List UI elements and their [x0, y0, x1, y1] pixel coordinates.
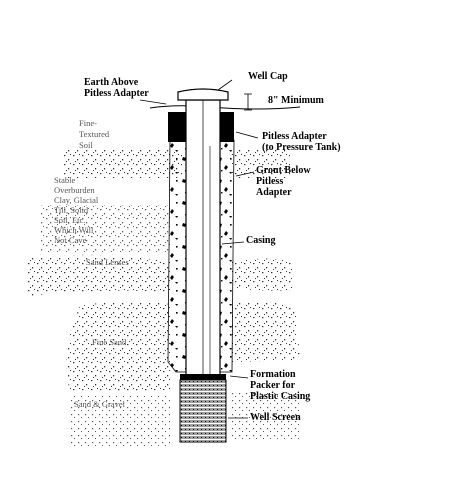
leader-casing — [221, 241, 245, 245]
soil-label-sand-gravel: Sand & Gravel — [74, 399, 125, 409]
leader-pitless-adapter — [235, 131, 259, 139]
soil-sand-gravel-right — [232, 392, 302, 440]
soil-label-stable-1: Stable — [54, 175, 76, 185]
label-grout-3: Adapter — [256, 187, 292, 198]
soil-label-stable-4: Till, Solid — [54, 205, 89, 215]
soil-stable-overburden — [40, 205, 170, 253]
label-formation-3: Plastic Casing — [250, 391, 311, 402]
soil-fine-sand-right — [232, 300, 300, 362]
leader-well-cap — [217, 79, 233, 91]
well-cap — [177, 88, 229, 101]
soil-label-stable-2: Overburden — [54, 185, 95, 195]
label-casing: Casing — [246, 235, 276, 246]
label-pitless-adapter-2: (to Pressure Tank) — [262, 142, 341, 153]
soil-label-stable-3: Clay, Glacial — [54, 195, 99, 205]
grout-left — [167, 139, 187, 373]
leader-grout — [235, 171, 255, 177]
formation-packer — [180, 374, 226, 380]
soil-label-sand-lenses: Sand Lenses — [86, 257, 129, 267]
soil-fine-textured-right — [232, 150, 290, 178]
label-pitless-adapter-1: Pitless Adapter — [262, 131, 327, 142]
label-minimum: 8" Minimum — [268, 95, 324, 106]
label-formation-2: Packer for — [250, 380, 296, 391]
leader-minimum — [244, 93, 252, 111]
label-well-screen: Well Screen — [250, 412, 301, 423]
label-earth-above-1: Earth Above — [84, 77, 139, 88]
soil-label-fine-1: Fine- — [79, 118, 97, 128]
grout-right — [219, 139, 235, 373]
soil-label-fine-sand: Fine Sand — [92, 337, 127, 347]
well-screen — [179, 379, 227, 443]
label-grout-2: Pitless — [256, 176, 284, 187]
soil-sand-lenses-left — [28, 254, 170, 296]
soil-fine-textured — [62, 150, 182, 178]
soil-fine-sand-left — [66, 301, 170, 392]
soil-label-fine-3: Soil — [79, 140, 93, 150]
leader-earth-above — [139, 99, 167, 105]
soil-label-stable-5: Soil, Etc. — [54, 215, 86, 225]
soil-sand-gravel-left — [70, 396, 170, 448]
soil-sand-lenses-right — [232, 258, 292, 291]
soil-label-stable-7: Not Cave — [54, 235, 87, 245]
label-earth-above-2: Pitless Adapter — [84, 88, 149, 99]
label-formation-1: Formation — [250, 369, 296, 380]
soil-label-stable-6: Which Will — [54, 225, 94, 235]
label-well-cap: Well Cap — [248, 71, 288, 82]
pitless-collar-right — [220, 112, 234, 142]
pitless-collar-left — [168, 112, 186, 142]
leader-formation-packer — [229, 375, 249, 379]
label-grout-1: Grout Below — [256, 165, 311, 176]
soil-label-fine-2: Textured — [79, 129, 110, 139]
